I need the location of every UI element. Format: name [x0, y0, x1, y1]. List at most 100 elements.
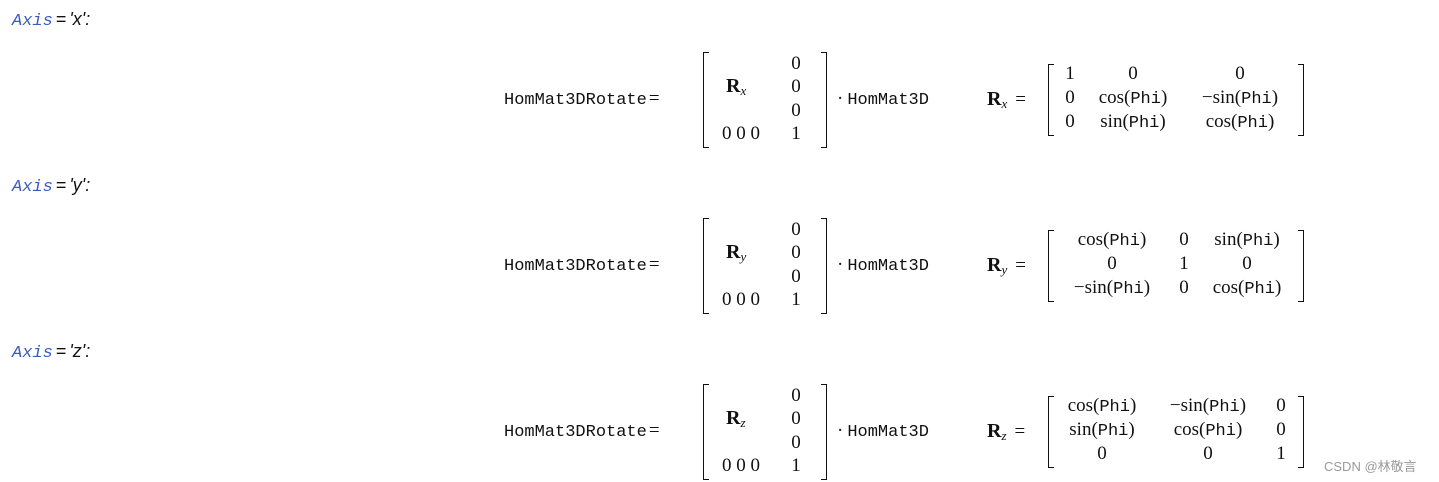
equals-sign: = — [55, 175, 67, 195]
formula-lhs: HomMat3DRotate= — [504, 420, 660, 442]
multiply-dot: · — [837, 88, 844, 109]
formula-z: HomMat3DRotate= Rz 0 0 0 0 0 0 1 ·HomMat… — [0, 384, 1439, 482]
formula-x: HomMat3DRotate= Rx 0 0 0 0 0 0 1 ·HomMat… — [0, 52, 1439, 152]
phi-variable: Phi — [1099, 398, 1130, 417]
equals-sign: = — [648, 88, 660, 109]
matrix-cell: −sin(Phi) — [1169, 395, 1247, 417]
matrix-cell: 0 — [1242, 253, 1252, 274]
matrix-cell: cos(Phi) — [1098, 87, 1168, 109]
right-bracket — [821, 384, 827, 480]
formula-lhs: HomMat3DRotate= — [504, 254, 660, 276]
equals-sign: = — [55, 9, 67, 29]
matrix-cell: 0 — [791, 53, 801, 74]
matrix-bottom-row: 0 0 0 — [722, 123, 760, 144]
axis-z-label: Axis='z': — [12, 340, 90, 365]
left-bracket — [703, 384, 709, 480]
rhs-variable: HomMat3D — [847, 91, 929, 110]
formula-product: ·HomMat3D — [837, 254, 929, 276]
equals-sign: = — [55, 341, 67, 361]
rotation-symbol: Rx — [987, 88, 1008, 111]
matrix-cell: 1 — [1179, 253, 1189, 274]
rotation-definition-lhs: Ry= — [987, 254, 1026, 277]
matrix-cell: 0 — [791, 385, 801, 406]
formula-product: ·HomMat3D — [837, 88, 929, 110]
phi-variable: Phi — [1237, 114, 1268, 133]
rotation-block-symbol: Ry — [726, 241, 747, 264]
phi-variable: Phi — [1109, 232, 1140, 251]
phi-variable: Phi — [1113, 280, 1144, 299]
formula-product: ·HomMat3D — [837, 420, 929, 442]
matrix-cell: 1 — [791, 123, 801, 144]
left-bracket — [1048, 230, 1054, 302]
phi-variable: Phi — [1097, 422, 1129, 441]
phi-variable: Phi — [1205, 422, 1236, 441]
matrix-cell: 0 — [1179, 229, 1189, 250]
matrix-cell: 1 — [791, 455, 801, 476]
lhs-variable: HomMat3DRotate — [504, 91, 647, 110]
lhs-variable: HomMat3DRotate — [504, 423, 647, 442]
rhs-variable: HomMat3D — [847, 257, 929, 276]
phi-variable: Phi — [1244, 280, 1275, 299]
matrix-cell: 1 — [1276, 443, 1286, 464]
matrix-cell: cos(Phi) — [1077, 229, 1147, 251]
multiply-dot: · — [837, 254, 844, 275]
rhs-variable: HomMat3D — [847, 423, 929, 442]
matrix-bottom-row: 0 0 0 — [722, 455, 760, 476]
rotation-symbol: Rz — [987, 420, 1007, 443]
matrix-cell: 0 — [1235, 63, 1245, 84]
rotation-symbol: Ry — [987, 254, 1008, 277]
formula-y: HomMat3DRotate= Ry 0 0 0 0 0 0 1 ·HomMat… — [0, 218, 1439, 318]
axis-param-name[interactable]: Axis — [12, 178, 53, 197]
right-bracket — [1298, 396, 1304, 468]
matrix-cell: 0 — [791, 219, 801, 240]
equals-sign: = — [648, 420, 660, 441]
axis-param-name[interactable]: Axis — [12, 344, 53, 363]
phi-variable: Phi — [1242, 232, 1274, 251]
rotation-block-symbol: Rx — [726, 75, 747, 98]
rotation-block-symbol: Rz — [726, 407, 746, 430]
matrix-cell: 1 — [791, 289, 801, 310]
phi-variable: Phi — [1241, 90, 1272, 109]
matrix-cell: cos(Phi) — [1067, 395, 1137, 417]
matrix-cell: sin(Phi) — [1100, 111, 1166, 133]
axis-param-name[interactable]: Axis — [12, 12, 53, 31]
left-bracket — [1048, 396, 1054, 468]
matrix-cell: 0 — [1107, 253, 1117, 274]
matrix-cell: 0 — [1179, 277, 1189, 298]
matrix-cell: cos(Phi) — [1205, 111, 1275, 133]
left-bracket — [1048, 64, 1054, 136]
phi-variable: Phi — [1209, 398, 1240, 417]
matrix-cell: 0 — [1128, 63, 1138, 84]
rotation-definition-lhs: Rz= — [987, 420, 1026, 443]
matrix-cell: 0 — [791, 266, 801, 287]
matrix-cell: −sin(Phi) — [1073, 277, 1151, 299]
matrix-cell: 0 — [791, 408, 801, 429]
phi-variable: Phi — [1128, 114, 1160, 133]
matrix-cell: sin(Phi) — [1214, 229, 1280, 251]
axis-value: 'z': — [69, 341, 91, 361]
right-bracket — [1298, 64, 1304, 136]
matrix-cell: 0 — [791, 432, 801, 453]
matrix-cell: 0 — [1203, 443, 1213, 464]
matrix-cell: 0 — [1065, 111, 1075, 132]
matrix-cell: 0 — [1097, 443, 1107, 464]
axis-y-label: Axis='y': — [12, 174, 90, 199]
matrix-cell: 0 — [791, 76, 801, 97]
left-bracket — [703, 218, 709, 314]
matrix-cell: 0 — [1065, 87, 1075, 108]
axis-x-label: Axis='x': — [12, 8, 90, 33]
matrix-cell: 0 — [791, 100, 801, 121]
equals-sign: = — [648, 254, 660, 275]
left-bracket — [703, 52, 709, 148]
formula-lhs: HomMat3DRotate= — [504, 88, 660, 110]
watermark: CSDN @林敬言 — [1324, 459, 1417, 474]
rotation-definition-lhs: Rx= — [987, 88, 1026, 111]
axis-value: 'x': — [69, 9, 91, 29]
matrix-cell: −sin(Phi) — [1201, 87, 1279, 109]
matrix-cell: 0 — [1276, 395, 1286, 416]
matrix-cell: cos(Phi) — [1212, 277, 1282, 299]
right-bracket — [821, 218, 827, 314]
matrix-cell: 0 — [791, 242, 801, 263]
matrix-cell: cos(Phi) — [1173, 419, 1243, 441]
axis-value: 'y': — [69, 175, 91, 195]
